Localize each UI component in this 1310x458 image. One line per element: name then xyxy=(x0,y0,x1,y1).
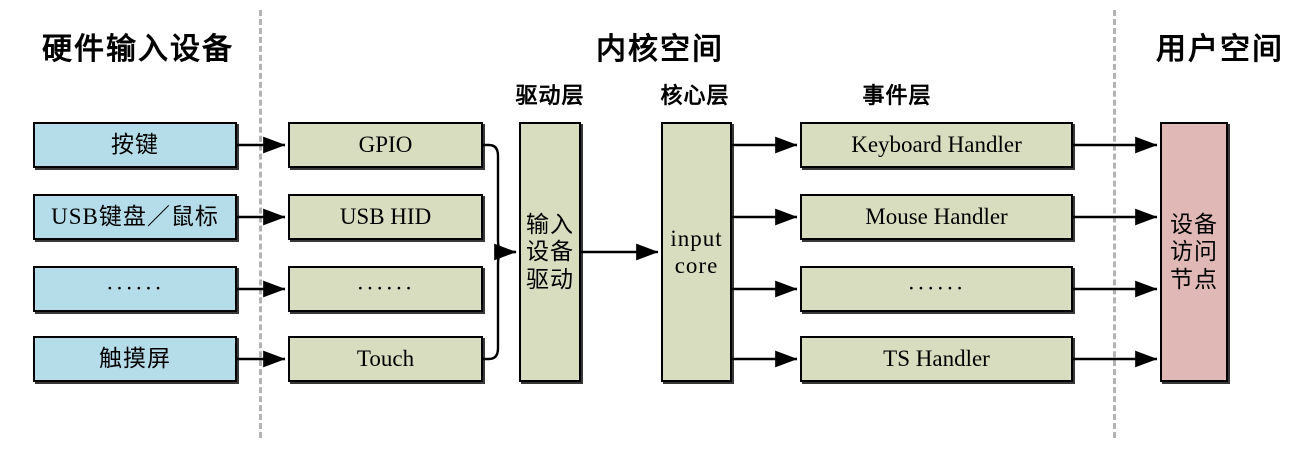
layer-title-event: 事件层 xyxy=(862,83,932,108)
node-hardware-usb-kbd-mouse[interactable]: USB键盘／鼠标 xyxy=(33,194,237,240)
node-event-keyboard-handler[interactable]: Keyboard Handler xyxy=(800,122,1073,168)
node-event-more[interactable]: ······ xyxy=(800,266,1073,312)
node-label: 设备 访问 节点 xyxy=(1170,212,1218,292)
node-label: ······ xyxy=(907,276,966,302)
node-input-core[interactable]: input core xyxy=(661,122,732,382)
layer-title-driver: 驱动层 xyxy=(515,83,585,108)
divider-kernel-user xyxy=(1113,10,1116,438)
node-driver-more[interactable]: ······ xyxy=(288,266,483,312)
node-driver-touch[interactable]: Touch xyxy=(288,336,483,382)
node-label: ······ xyxy=(106,276,164,302)
node-driver-gpio[interactable]: GPIO xyxy=(288,122,483,168)
arrows-core-to-handlers xyxy=(732,136,798,368)
node-label: GPIO xyxy=(358,132,413,158)
zone-title-user: 用户空间 xyxy=(1156,33,1284,66)
divider-hardware-kernel xyxy=(259,10,262,438)
node-device-access-node[interactable]: 设备 访问 节点 xyxy=(1160,122,1228,382)
node-label: ······ xyxy=(356,276,415,302)
node-label: Keyboard Handler xyxy=(851,132,1022,158)
node-hardware-more[interactable]: ······ xyxy=(33,266,237,312)
node-driver-usb-hid[interactable]: USB HID xyxy=(288,194,483,240)
zone-title-hardware: 硬件输入设备 xyxy=(42,33,234,66)
node-hardware-touchscreen[interactable]: 触摸屏 xyxy=(33,336,237,382)
node-label: Touch xyxy=(356,346,415,372)
node-event-mouse-handler[interactable]: Mouse Handler xyxy=(800,194,1073,240)
node-label: 按键 xyxy=(111,132,159,158)
zone-title-kernel: 内核空间 xyxy=(596,33,724,66)
node-hardware-key[interactable]: 按键 xyxy=(33,122,237,168)
brace-driver-group xyxy=(483,143,508,361)
layer-title-core: 核心层 xyxy=(660,83,730,108)
node-event-ts-handler[interactable]: TS Handler xyxy=(800,336,1073,382)
node-label: USB键盘／鼠标 xyxy=(51,204,219,230)
node-input-device-driver[interactable]: 输入 设备 驱动 xyxy=(519,122,581,382)
node-label: 输入 设备 驱动 xyxy=(526,212,574,292)
node-label: input core xyxy=(670,225,723,278)
node-label: USB HID xyxy=(339,204,432,230)
node-label: 触摸屏 xyxy=(99,346,171,372)
node-label: Mouse Handler xyxy=(865,204,1008,230)
node-label: TS Handler xyxy=(883,346,990,372)
